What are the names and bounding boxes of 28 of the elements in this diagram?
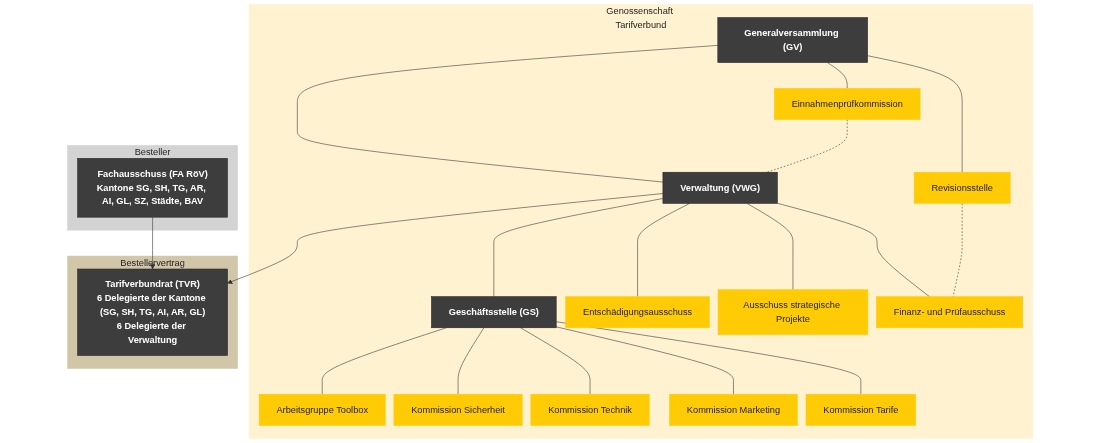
connector <box>555 321 861 395</box>
connector <box>520 327 591 395</box>
node-box: Ausschuss strategische Projekte <box>717 289 868 335</box>
node-box: Arbeitsgruppe Toolbox <box>258 394 386 426</box>
node-box: Kommission Sicherheit <box>393 394 523 426</box>
connector <box>746 203 793 291</box>
node-box: Finanz- und Prüfausschuss <box>875 296 1023 329</box>
node-box: Einnahmenprüfkommission <box>773 88 921 120</box>
node-box: Generalversammlung (GV) <box>717 17 868 63</box>
node-box: Verwaltung (VWG) <box>662 171 778 204</box>
connector <box>867 55 963 173</box>
node-box: Fachausschuss (FA RöV) Kantone SG, SH, TG, AR, AI, GL, SZ, Städte, BAV <box>77 158 228 218</box>
connector <box>296 45 718 183</box>
node-box: Geschäftsstelle (GS) <box>430 296 557 329</box>
node-box: Revisionsstelle <box>913 171 1011 204</box>
node-box: Kommission Technik <box>530 394 650 426</box>
connector <box>321 327 447 395</box>
node-box: Kommission Marketing <box>669 394 798 426</box>
connector <box>555 326 734 395</box>
connector <box>826 62 848 89</box>
node-box: Tarifverbundrat (TVR) 6 Delegierte der Kantone (SG, SH, TG, AI, AR, GL) 6 Delegierte der Verwaltung <box>77 268 228 356</box>
connector <box>457 327 484 395</box>
node-box: Kommission Tarife <box>805 394 916 426</box>
connector <box>776 202 930 297</box>
connector <box>952 203 963 297</box>
node-box: Entschädigungsausschuss <box>565 296 710 329</box>
connector <box>637 203 690 297</box>
connector <box>493 198 663 297</box>
